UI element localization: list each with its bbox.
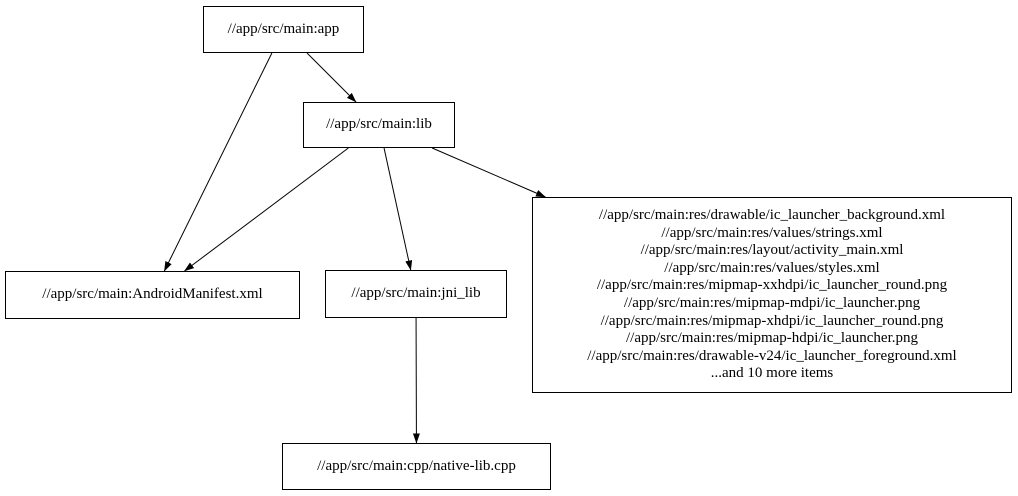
node-label-line: //app/src/main:res/values/styles.xml [664,259,880,276]
node-android-manifest: //app/src/main:AndroidManifest.xml [5,271,300,319]
node-label-line: //app/src/main:res/drawable-v24/ic_launc… [587,347,957,364]
node-native-lib-cpp: //app/src/main:cpp/native-lib.cpp [282,443,551,490]
node-label: //app/src/main:AndroidManifest.xml [42,286,263,303]
node-label-line: //app/src/main:res/mipmap-xxhdpi/ic_laun… [596,277,948,294]
dependency-edge-lib-to-res_group [431,147,546,198]
node-label-line: //app/src/main:res/values/strings.xml [661,224,883,241]
node-label-line: //app/src/main:res/mipmap-mdpi/ic_launch… [623,295,921,311]
node-res-file-group: //app/src/main:res/drawable/ic_launcher_… [532,197,1012,393]
node-label: //app/src/main:jni_lib [351,285,481,302]
node-jni-lib-target: //app/src/main:jni_lib [325,270,507,318]
dependency-edge-lib-to-manifest [184,147,349,272]
node-label-line: //app/src/main:res/drawable/ic_launcher_… [598,207,946,224]
node-label: //app/src/main:lib [326,116,432,133]
node-label: //app/src/main:app [227,20,340,37]
node-label-line: ...and 10 more items [710,365,834,382]
node-label-line: //app/src/main:res/layout/activity_main.… [640,242,904,259]
dependency-edge-app-to-lib [306,52,357,103]
node-label: //app/src/main:cpp/native-lib.cpp [317,457,516,474]
node-app-target: //app/src/main:app [203,6,364,53]
node-label-line: //app/src/main:res/mipmap-hdpi/ic_launch… [625,330,918,347]
node-lib-target: //app/src/main:lib [303,102,455,148]
dependency-edge-lib-to-jni_lib [383,147,413,271]
dependency-edge-app-to-manifest [163,52,273,272]
node-label-line: //app/src/main:res/mipmap-xhdpi/ic_launc… [600,312,944,329]
